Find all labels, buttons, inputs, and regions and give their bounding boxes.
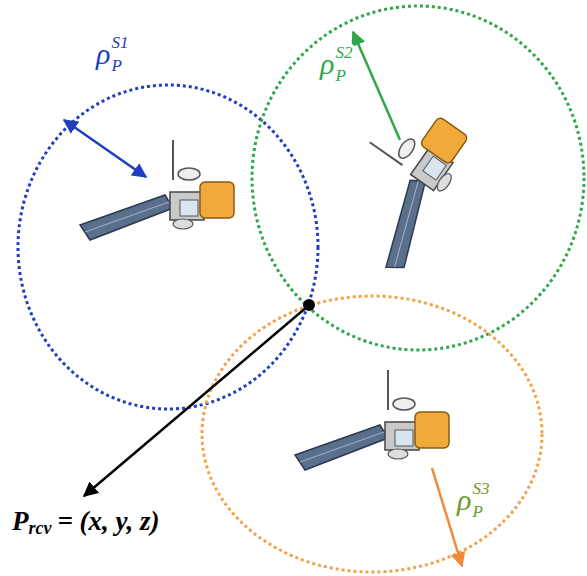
receiver-subscript: rcv [29,518,52,539]
signal-subscript: P [472,503,489,520]
position-symbol: P [12,508,29,535]
position-arrow [84,306,308,496]
radius-arrow [64,120,146,177]
script-stack: S3P [472,480,489,520]
coordinate-text: = (x, y, z) [57,508,159,535]
range-circle [202,296,542,572]
satellite-icon [316,92,486,276]
signal-subscript: P [111,57,128,74]
script-stack: S1P [111,34,128,74]
range-circle [18,85,318,409]
position-label: Prcv= (x, y, z) [10,504,162,539]
satellite-superscript: S3 [472,480,489,497]
range-symbol: ρ [457,485,471,515]
signal-subscript: P [335,67,352,84]
script-stack: S2P [335,44,352,84]
receiver-point [303,299,315,311]
range-circle [252,6,584,350]
range-label: ρS1P [94,34,130,74]
range-label: ρS2P [318,44,354,84]
range-symbol: ρ [96,39,110,69]
satellite-icon [295,370,449,470]
satellite-superscript: S2 [335,44,352,61]
satellite-superscript: S1 [111,34,128,51]
range-symbol: ρ [320,49,334,79]
radius-arrow [353,32,400,140]
satellite-icon [80,140,234,240]
range-label: ρS3P [455,480,491,520]
